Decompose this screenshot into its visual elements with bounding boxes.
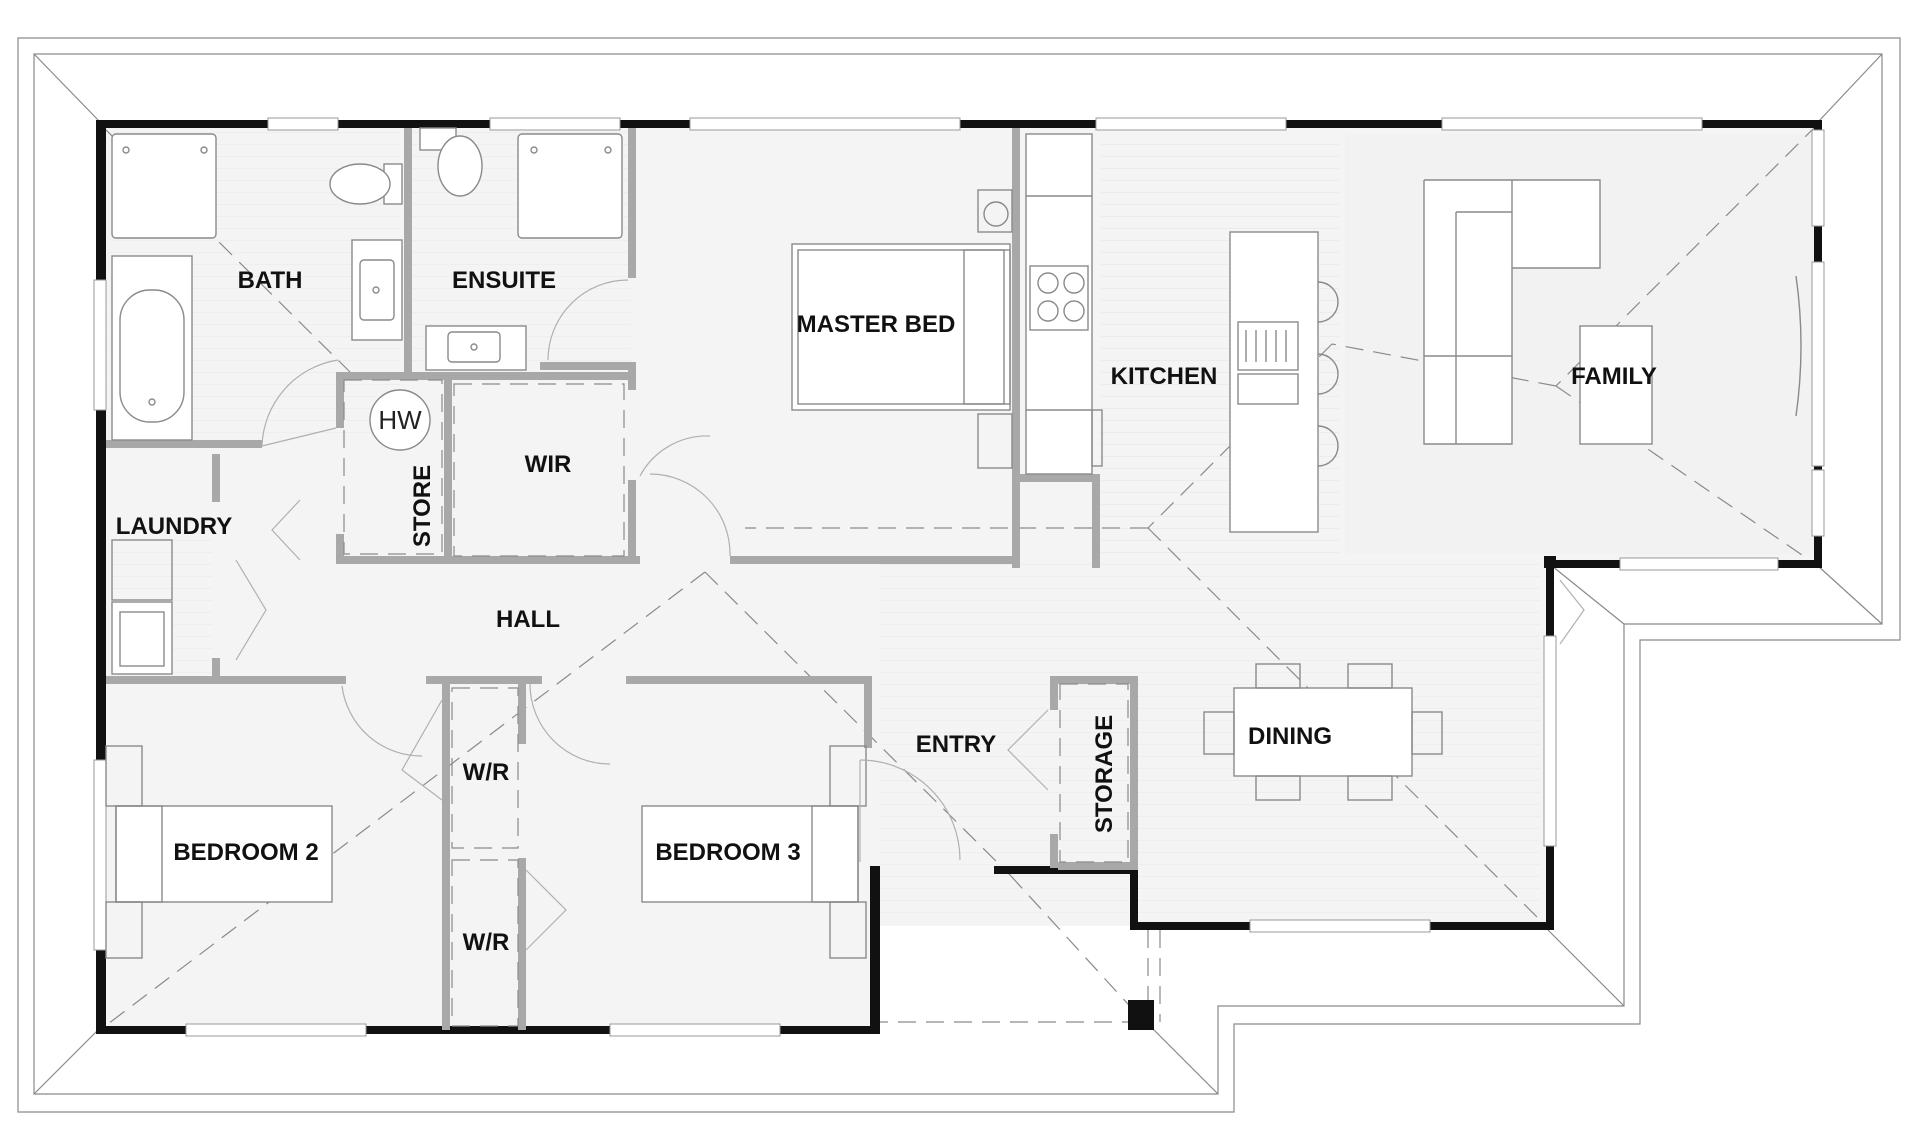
laundry-fixtures xyxy=(111,539,173,675)
label-laundry: LAUNDRY xyxy=(116,513,232,540)
door-swings xyxy=(235,279,1585,951)
kitchen-fixtures xyxy=(1025,133,1339,533)
roof-outline xyxy=(17,37,1901,1113)
room-labels: BATH ENSUITE MASTER BED KITCHEN FAMILY H… xyxy=(116,267,1657,956)
label-hall: HALL xyxy=(496,606,560,633)
closet-dashes xyxy=(343,379,1129,1027)
bath-fixtures xyxy=(111,127,623,451)
label-kitchen: KITCHEN xyxy=(1111,363,1218,390)
master-bed-furniture xyxy=(791,189,1013,469)
interior-walls xyxy=(106,128,1138,1030)
dining-furniture xyxy=(1203,663,1443,801)
label-wr-1: W/R xyxy=(463,759,510,786)
family-furniture xyxy=(1423,179,1802,445)
label-bath: BATH xyxy=(238,267,303,294)
label-hot-water: HW xyxy=(378,405,422,435)
label-bedroom-3: BEDROOM 3 xyxy=(655,839,800,866)
label-store: STORE xyxy=(409,465,436,547)
label-master-bed: MASTER BED xyxy=(797,311,956,338)
label-entry: ENTRY xyxy=(916,731,996,758)
label-dining: DINING xyxy=(1248,723,1332,750)
label-family: FAMILY xyxy=(1571,363,1657,390)
label-ensuite: ENSUITE xyxy=(452,267,556,294)
label-wir: WIR xyxy=(525,451,572,478)
bedroom-furniture xyxy=(105,745,867,959)
label-wr-2: W/R xyxy=(463,929,510,956)
windows xyxy=(93,117,1825,1037)
label-storage: STORAGE xyxy=(1091,715,1118,833)
label-bedroom-2: BEDROOM 2 xyxy=(173,839,318,866)
